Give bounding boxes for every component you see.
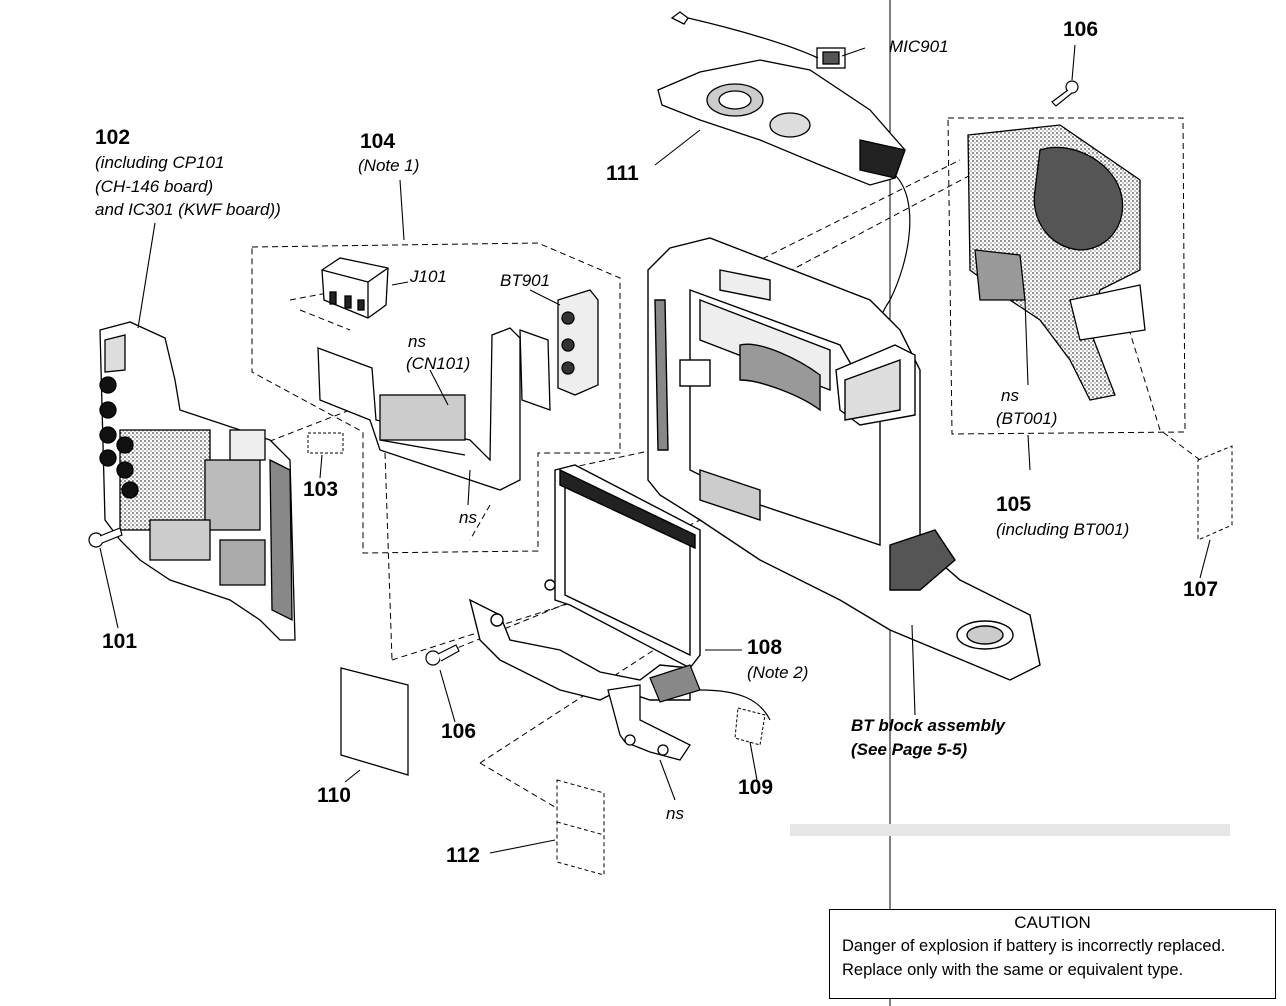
label-109: 109 bbox=[738, 776, 774, 799]
label-108: 108 bbox=[747, 636, 783, 659]
sheet-107 bbox=[1197, 445, 1233, 541]
caution-line-1: Danger of explosion if battery is incorr… bbox=[842, 937, 1226, 955]
label-104-note: (Note 1) bbox=[358, 156, 420, 175]
label-101: 101 bbox=[102, 630, 138, 653]
main-board-102 bbox=[99, 321, 296, 641]
label-102-note-2: (CH-146 board) bbox=[95, 177, 214, 196]
lcd-holder-108 bbox=[468, 464, 701, 701]
screw-106-bottom bbox=[425, 644, 460, 666]
connector-j101 bbox=[321, 257, 389, 319]
label-ns-bracket: ns bbox=[666, 804, 684, 823]
label-110: 110 bbox=[317, 784, 351, 807]
flex-cn101 bbox=[317, 327, 521, 491]
label-105: 105 bbox=[996, 493, 1032, 516]
label-105-note: (including BT001) bbox=[996, 520, 1130, 539]
label-j101: J101 bbox=[410, 267, 447, 286]
sheet-112 bbox=[556, 779, 605, 876]
label-104: 104 bbox=[360, 130, 396, 153]
screw-101 bbox=[88, 527, 123, 548]
label-112: 112 bbox=[446, 844, 480, 867]
bracket-ns bbox=[607, 684, 691, 761]
scan-artifact bbox=[790, 824, 1230, 836]
leader-lines bbox=[99, 44, 1211, 854]
label-cn101: (CN101) bbox=[406, 354, 471, 373]
label-mic901: MIC901 bbox=[889, 37, 949, 56]
label-ns-cn101: ns bbox=[408, 332, 426, 351]
label-bt-block: BT block assembly bbox=[851, 716, 1006, 735]
label-108-note: (Note 2) bbox=[747, 663, 809, 682]
screw-106-top bbox=[1051, 80, 1079, 107]
label-106-bottom: 106 bbox=[441, 720, 477, 743]
speaker-mic-board-111 bbox=[657, 11, 906, 186]
label-bt-block-ref: (See Page 5-5) bbox=[851, 740, 968, 759]
tape-109 bbox=[734, 707, 766, 746]
label-103: 103 bbox=[303, 478, 339, 501]
caution-line-2: Replace only with the same or equivalent… bbox=[842, 961, 1184, 979]
sheet-110 bbox=[340, 667, 409, 776]
label-111: 111 bbox=[606, 162, 639, 185]
label-102: 102 bbox=[95, 126, 131, 149]
label-bt001: (BT001) bbox=[996, 409, 1058, 428]
label-102-note-3: and IC301 (KWF board)) bbox=[95, 200, 281, 219]
main-chassis-frame bbox=[647, 237, 1041, 681]
battery-holder-bt901 bbox=[519, 289, 599, 411]
label-107: 107 bbox=[1183, 578, 1219, 601]
label-ns-flex: ns bbox=[459, 508, 477, 527]
sheet-103 bbox=[307, 432, 344, 454]
caution-box: CAUTION Danger of explosion if battery i… bbox=[829, 909, 1276, 999]
caution-title: CAUTION bbox=[1014, 913, 1091, 932]
label-106-top: 106 bbox=[1063, 18, 1099, 41]
label-102-note-1: (including CP101 bbox=[95, 153, 225, 172]
label-bt901: BT901 bbox=[500, 271, 551, 290]
label-ns-bt001: ns bbox=[1001, 386, 1019, 405]
battery-terminal-assembly-105 bbox=[967, 124, 1146, 401]
